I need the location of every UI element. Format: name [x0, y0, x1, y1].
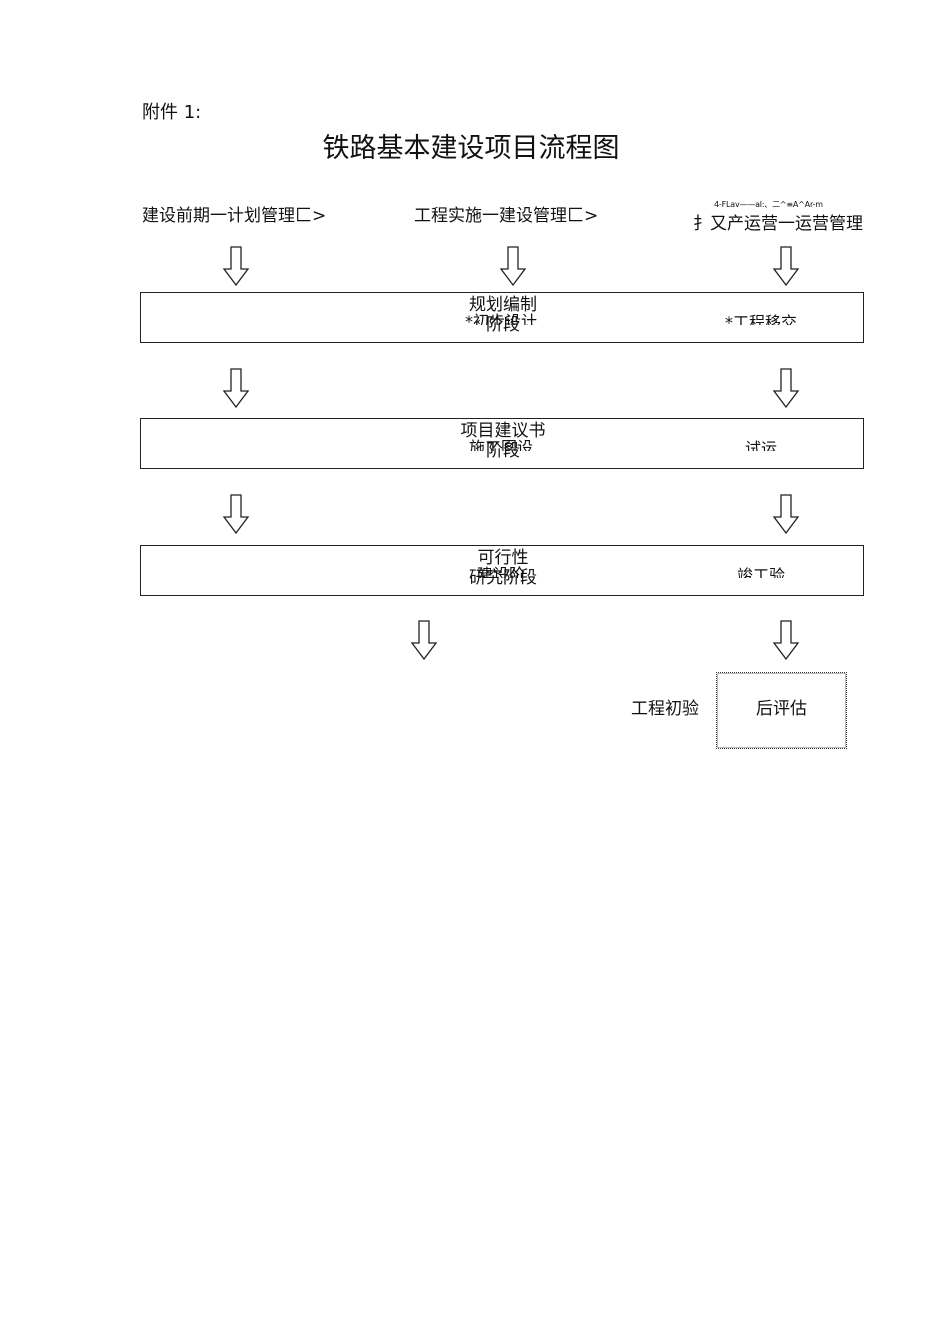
header-operation-garbled: 4-FLav——al:、二^≡A^Ar-m — [714, 200, 823, 209]
post-evaluation-label: 后评估 — [756, 699, 807, 719]
down-arrow-icon — [499, 246, 527, 286]
down-arrow-icon — [222, 494, 250, 534]
stage-box-feasibility: 建设阶 可行性 研究阶段 竣工验 — [140, 545, 864, 596]
stage-center-line: 可行性 — [477, 548, 529, 568]
stage-box-proposal: 施工图设 项目建议书 阶段 试运 — [140, 418, 864, 469]
down-arrow-icon — [772, 620, 800, 660]
post-evaluation-box: 后评估 — [716, 672, 847, 749]
down-arrow-icon — [410, 620, 438, 660]
stage-center-line: 研究阶段 — [469, 568, 537, 588]
down-arrow-icon — [772, 494, 800, 534]
initial-acceptance-label: 工程初验 — [631, 699, 699, 719]
stage-overlay-text: *初步设计 — [464, 312, 537, 325]
stage-center-line: 规划编制 — [469, 295, 537, 315]
stage-center-line: 项目建议书 — [460, 421, 546, 441]
down-arrow-icon — [772, 368, 800, 408]
header-operation: 扌又产运营一运营管理 — [693, 214, 863, 234]
page-title: 铁路基本建设项目流程图 — [0, 126, 950, 165]
stage-center-text: 可行性 研究阶段 — [441, 548, 565, 588]
stage-overlay-text: 施工图设 — [468, 438, 533, 451]
stage-overlay-text: 建设阶 — [476, 565, 525, 578]
stage-center-line: 阶段 — [486, 441, 520, 461]
header-pre-construction: 建设前期一计划管理匚> — [142, 206, 327, 226]
stage-center-line: 阶段 — [486, 315, 520, 335]
stage-right-text: 竣工验 — [736, 566, 785, 578]
stage-center-text: 项目建议书 阶段 — [441, 421, 565, 461]
page-title-text: 铁路基本建设项目流程图 — [322, 133, 620, 164]
stage-right-text: 试运 — [744, 439, 777, 451]
attachment-label: 附件 1: — [142, 102, 202, 123]
stage-center-text: 规划编制 阶段 — [441, 295, 565, 335]
stage-right-text: *工程移交 — [724, 313, 797, 325]
stage-box-planning: *初步设计 规划编制 阶段 *工程移交 — [140, 292, 864, 343]
header-implementation: 工程实施一建设管理匚> — [414, 206, 599, 226]
down-arrow-icon — [222, 246, 250, 286]
down-arrow-icon — [222, 368, 250, 408]
down-arrow-icon — [772, 246, 800, 286]
